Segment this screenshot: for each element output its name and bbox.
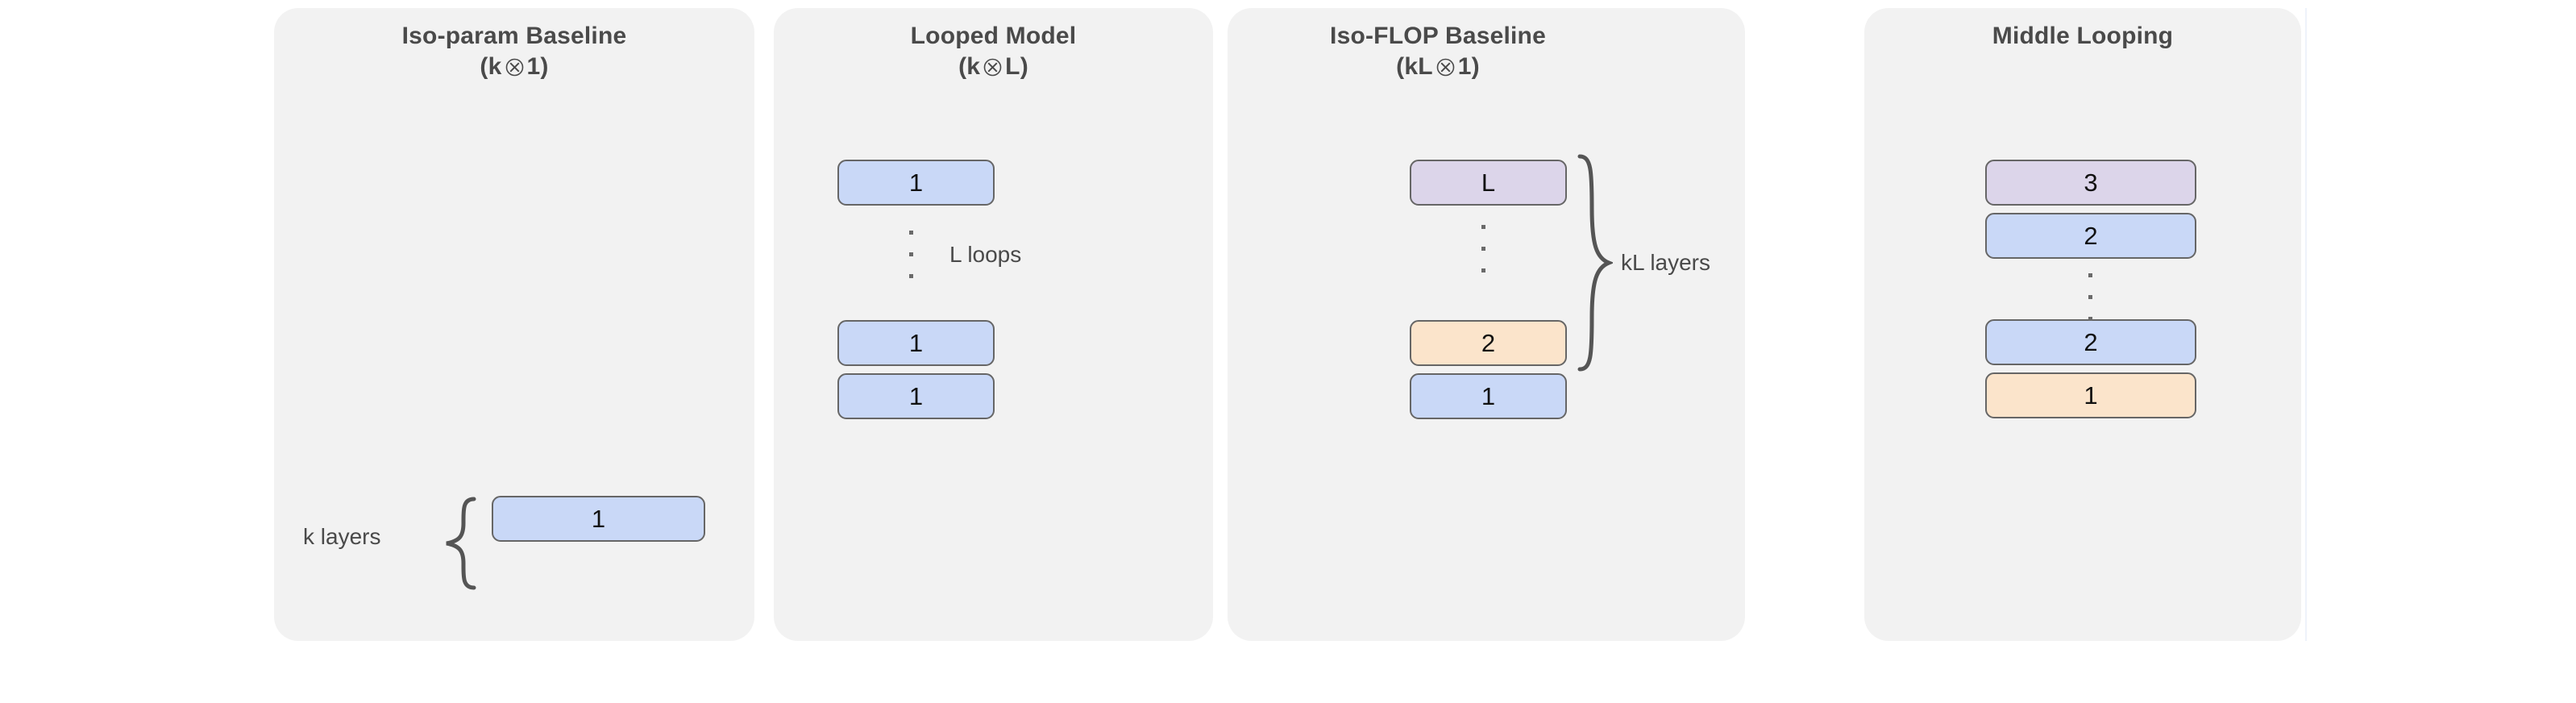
panel-title-line1: Looped Model <box>910 23 1077 49</box>
panel-iso-param-baseline: Iso-param Baseline (k 1) k layers 1 <box>274 8 754 641</box>
layer-stack-iso-flop: L 2 1 <box>1410 160 1567 426</box>
layer-box[interactable]: 2 <box>1410 320 1567 366</box>
left-curly-brace-icon <box>442 496 477 591</box>
subtitle-suffix: 1) <box>526 53 549 80</box>
panel-title-middle-looping: Middle Looping <box>1864 21 2301 52</box>
panel-middle-looping: Middle Looping 3 2 2 1 <box>1864 8 2301 641</box>
layer-stack-iso-param: 1 <box>492 496 705 549</box>
subtitle-prefix: (k <box>958 53 981 80</box>
annotation-label-k-layers: k layers <box>303 524 381 549</box>
subtitle-prefix: (kL <box>1396 53 1433 80</box>
layer-box[interactable]: 3 <box>1985 160 2196 206</box>
subtitle-suffix: 1) <box>1457 53 1480 80</box>
vertical-ellipsis-icon <box>909 222 913 287</box>
vertical-ellipsis-icon <box>2088 264 2092 330</box>
panel-edge-divider <box>2305 8 2307 641</box>
panel-title-iso-param-baseline: Iso-param Baseline (k 1) <box>274 21 754 82</box>
panel-title-line1: Middle Looping <box>1992 23 2174 49</box>
panel-subtitle-line2: (kL 1) <box>1228 52 1648 82</box>
layer-box[interactable]: 1 <box>837 373 995 419</box>
annotation-label-kl-layers: kL layers <box>1621 250 1711 275</box>
layer-box[interactable]: 1 <box>837 160 995 206</box>
panel-looped-model: Looped Model (k L) 1 1 1 L loops <box>774 8 1213 641</box>
panel-title-line1: Iso-param Baseline <box>401 23 627 49</box>
right-curly-brace-icon <box>1576 153 1613 372</box>
panel-subtitle-line2: (k 1) <box>274 52 754 82</box>
panel-iso-flop-baseline: Iso-FLOP Baseline (kL 1) L 2 1 kL layers <box>1228 8 1745 641</box>
panel-title-looped-model: Looped Model (k L) <box>774 21 1213 82</box>
circled-times-icon <box>1435 57 1456 77</box>
layer-box[interactable]: 1 <box>1410 373 1567 419</box>
subtitle-prefix: (k <box>480 53 502 80</box>
layer-box[interactable]: L <box>1410 160 1567 206</box>
subtitle-suffix: L) <box>1005 53 1028 80</box>
layer-box[interactable]: 2 <box>1985 213 2196 259</box>
layer-stack-looped-model: 1 1 1 <box>837 160 995 426</box>
panel-title-line1: Iso-FLOP Baseline <box>1330 23 1546 49</box>
layer-box[interactable]: 1 <box>492 496 705 542</box>
circled-times-icon <box>983 57 1003 77</box>
panel-subtitle-line2: (k L) <box>774 52 1213 82</box>
layer-stack-middle-looping: 3 2 2 1 <box>1985 160 2196 426</box>
circled-times-icon <box>505 57 525 77</box>
layer-box[interactable]: 1 <box>1985 372 2196 418</box>
annotation-label-l-loops: L loops <box>949 242 1022 267</box>
layer-box[interactable]: 1 <box>837 320 995 366</box>
vertical-ellipsis-icon <box>1481 216 1485 281</box>
panel-title-iso-flop-baseline: Iso-FLOP Baseline (kL 1) <box>1228 21 1648 82</box>
